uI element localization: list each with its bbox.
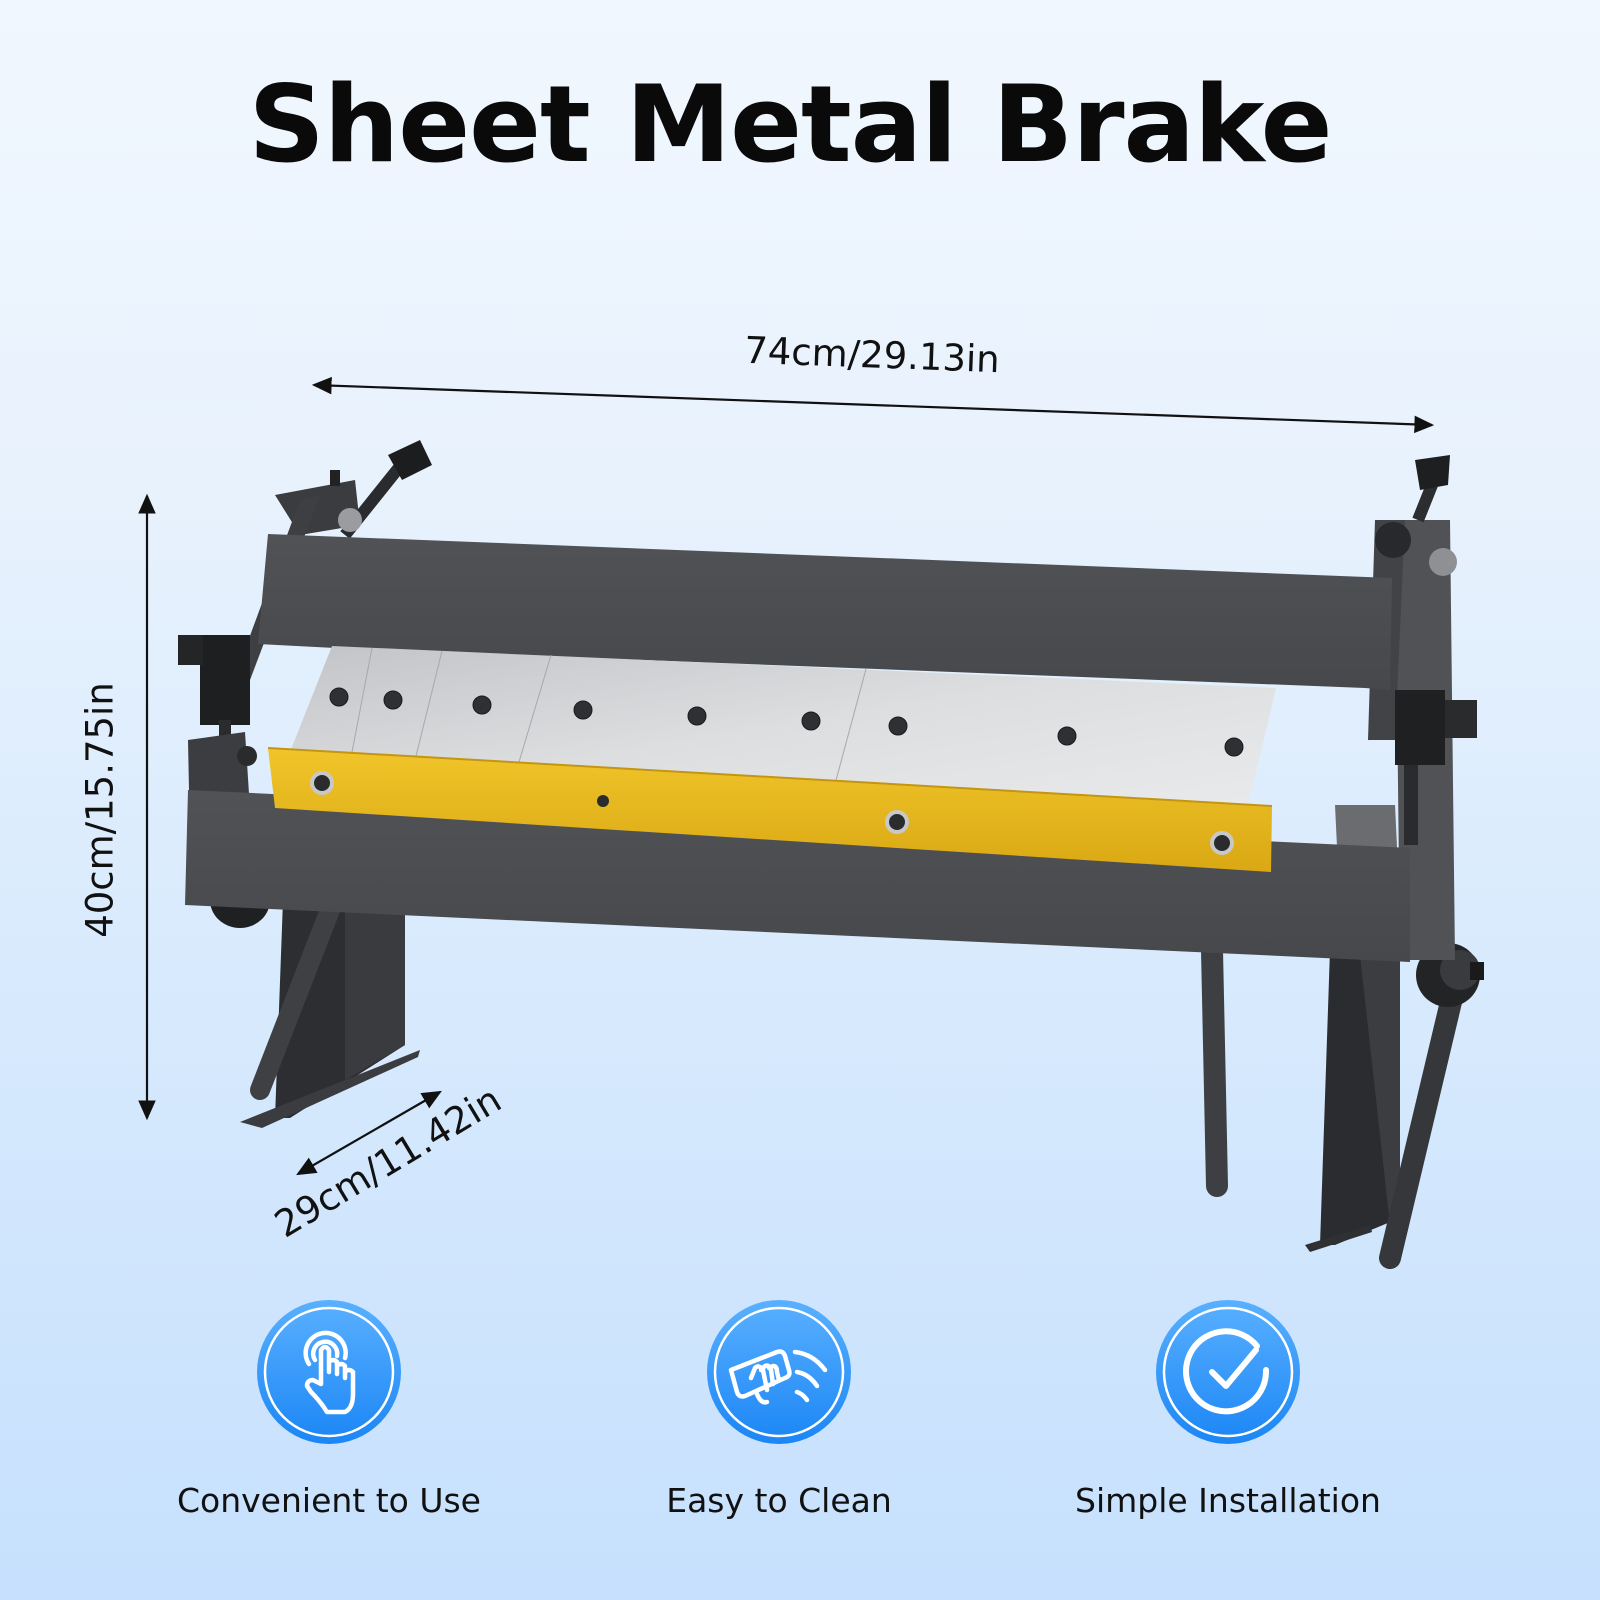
depth-dimension-arrow [296, 1090, 442, 1176]
feature-label: Simple Installation [1075, 1481, 1381, 1520]
width-dimension-label: 74cm/29.13in [743, 328, 1001, 382]
bottom-base-beam [185, 790, 1410, 962]
page-title: Sheet Metal Brake [248, 63, 1332, 186]
left-leg [210, 872, 420, 1128]
wipe-clean-icon [707, 1300, 851, 1444]
right-leg [1201, 939, 1484, 1269]
touch-hand-icon [257, 1300, 401, 1444]
feature-simple-installation: Simple Installation [1048, 1298, 1408, 1517]
yellow-clamp-bar [267, 747, 1273, 872]
height-dimension-label: 40cm/15.75in [78, 682, 122, 938]
check-circle-icon [1156, 1300, 1300, 1444]
feature-label: Easy to Clean [666, 1481, 892, 1520]
width-dimension-arrow [311, 376, 1435, 434]
feature-label: Convenient to Use [177, 1481, 481, 1520]
top-clamping-beam [258, 534, 1392, 690]
feature-easy-to-clean: Easy to Clean [599, 1298, 959, 1517]
bending-blade [290, 646, 1276, 810]
feature-convenient-to-use: Convenient to Use [149, 1298, 509, 1517]
